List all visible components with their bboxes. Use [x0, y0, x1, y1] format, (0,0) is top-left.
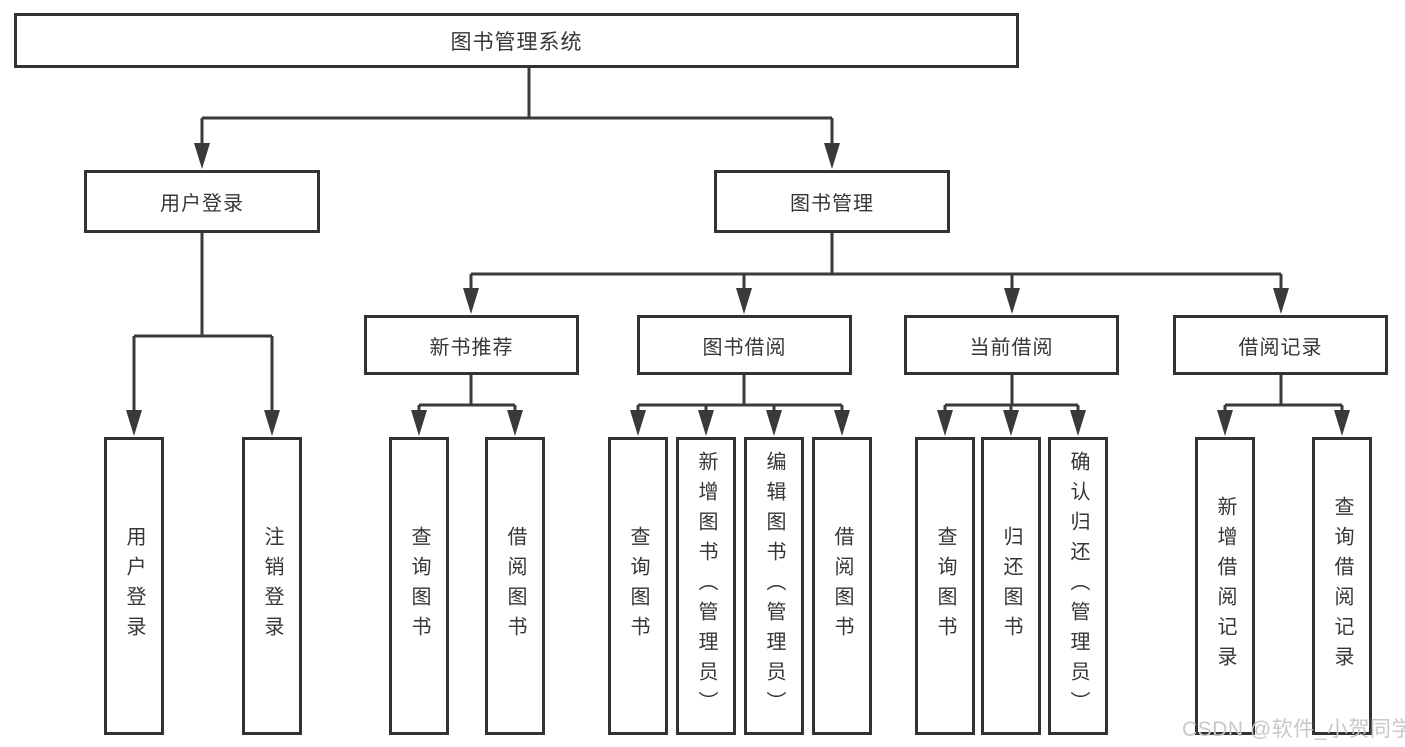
leaf-logout: 注销登录 [242, 437, 302, 735]
node-label: 当前借阅 [969, 336, 1054, 359]
leaf-query-borrow-record: 查询借阅记录 [1312, 437, 1372, 735]
connector-root-to-level2 [194, 68, 840, 169]
node-label: 图书管理系统 [450, 30, 583, 54]
node-library-management-system: 图书管理系统 [14, 13, 1019, 68]
node-label: 图书借阅 [702, 336, 787, 359]
leaf-label: 编辑图书（管理员） [763, 451, 785, 721]
leaf-label: 归还图书 [1000, 526, 1022, 646]
leaf-label: 查询图书 [934, 526, 956, 646]
leaf-label: 确认归还（管理员） [1067, 451, 1089, 721]
node-borrowing-records: 借阅记录 [1173, 315, 1388, 375]
connector-book-management-children [463, 233, 1289, 314]
leaf-label: 借阅图书 [831, 526, 853, 646]
leaf-label: 用户登录 [123, 526, 145, 646]
leaf-label: 新增借阅记录 [1214, 496, 1236, 676]
node-label: 用户登录 [160, 193, 244, 215]
node-label: 图书管理 [790, 193, 874, 215]
leaf-label: 注销登录 [261, 526, 283, 646]
node-book-management: 图书管理 [714, 170, 950, 233]
leaf-label: 查询借阅记录 [1331, 496, 1353, 676]
leaf-return-books: 归还图书 [981, 437, 1041, 735]
node-label: 新书推荐 [429, 336, 514, 359]
connector-borrowing-records-children [1217, 375, 1350, 436]
connector-user-login-children [126, 233, 280, 436]
leaf-borrow-books-recommend: 借阅图书 [485, 437, 545, 735]
connector-current-borrowing-children [937, 375, 1086, 436]
leaf-label: 新增图书（管理员） [695, 451, 717, 721]
node-label: 借阅记录 [1238, 336, 1323, 359]
leaf-label: 查询图书 [408, 526, 430, 646]
csdn-watermark: CSDN @软件_小贺同学 [1182, 718, 1405, 741]
leaf-query-books-current: 查询图书 [915, 437, 975, 735]
leaf-label: 借阅图书 [504, 526, 526, 646]
leaf-add-book-admin: 新增图书（管理员） [676, 437, 736, 735]
leaf-borrow-books: 借阅图书 [812, 437, 872, 735]
leaf-edit-book-admin: 编辑图书（管理员） [744, 437, 804, 735]
node-book-borrowing: 图书借阅 [637, 315, 852, 375]
leaf-query-books-recommend: 查询图书 [389, 437, 449, 735]
connector-book-borrowing-children [630, 375, 850, 436]
connector-new-book-recommendation-children [411, 375, 523, 436]
node-user-login: 用户登录 [84, 170, 320, 233]
leaf-user-login: 用户登录 [104, 437, 164, 735]
leaf-add-borrow-record: 新增借阅记录 [1195, 437, 1255, 735]
leaf-query-books-borrowing: 查询图书 [608, 437, 668, 735]
leaf-confirm-return-admin: 确认归还（管理员） [1048, 437, 1108, 735]
leaf-label: 查询图书 [627, 526, 649, 646]
node-new-book-recommendation: 新书推荐 [364, 315, 579, 375]
node-current-borrowing: 当前借阅 [904, 315, 1119, 375]
